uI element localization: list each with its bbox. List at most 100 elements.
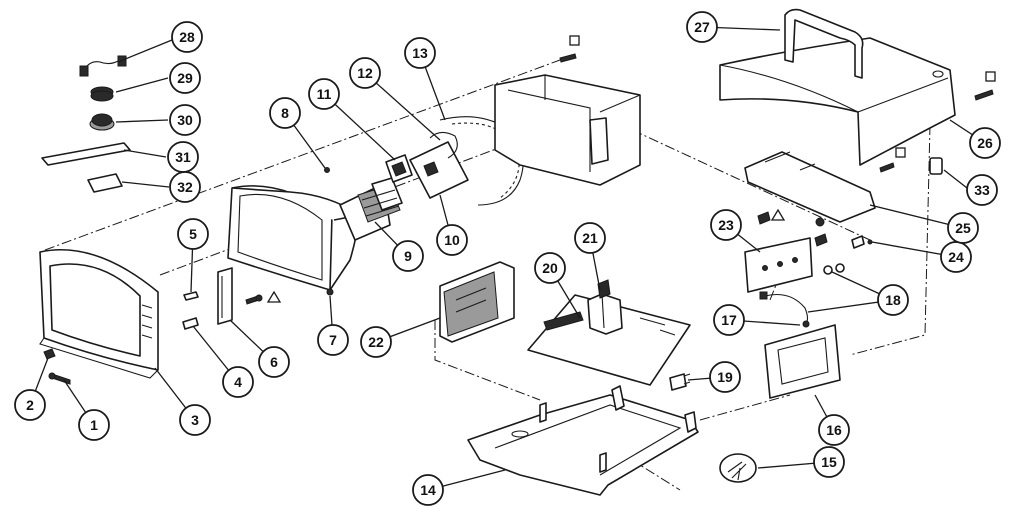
pad-part-32 (87, 173, 123, 193)
callout-24: 24 (940, 241, 972, 273)
screw-under-bracket (757, 211, 771, 225)
switch-part-19 (669, 373, 691, 391)
handle (784, 8, 864, 79)
callout-26: 26 (969, 127, 1001, 159)
svg-text:19: 19 (717, 369, 733, 385)
callout-15: 15 (813, 446, 845, 478)
cable-part-12 (429, 131, 458, 159)
shield-box (494, 74, 641, 186)
svg-text:11: 11 (317, 86, 332, 102)
knob-part-29 (90, 86, 114, 102)
svg-text:10: 10 (444, 232, 460, 248)
flyback-transformer (587, 279, 623, 335)
callout-11: 11 (308, 78, 340, 110)
callout-12: 12 (349, 57, 381, 89)
screw-near-6 (245, 294, 263, 305)
callout-4: 4 (222, 366, 254, 398)
speaker (719, 453, 757, 483)
screw-part-8 (324, 167, 330, 173)
screw-part-2 (43, 348, 56, 360)
bracket-part-6 (217, 267, 233, 325)
svg-text:25: 25 (955, 220, 971, 236)
callout-9: 9 (392, 240, 424, 272)
callout-16: 16 (818, 414, 850, 446)
callout-1: 1 (78, 409, 110, 441)
svg-text:33: 33 (974, 182, 990, 198)
callout-31: 31 (167, 141, 199, 173)
svg-text:30: 30 (177, 112, 193, 128)
knob-part-30 (89, 113, 115, 131)
callout-18: 18 (877, 284, 909, 316)
callout-29: 29 (169, 62, 201, 94)
bracket-part-4 (182, 317, 199, 330)
cabinet-bottom (467, 385, 699, 496)
svg-text:7: 7 (329, 332, 337, 348)
svg-text:15: 15 (821, 454, 837, 470)
front-bezel (39, 248, 159, 379)
svg-text:3: 3 (191, 412, 199, 428)
callout-13: 13 (404, 37, 436, 69)
svg-text:9: 9 (404, 248, 412, 264)
screw-part-1 (48, 372, 71, 385)
square-symbol-rear (985, 71, 996, 82)
svg-text:14: 14 (420, 482, 436, 498)
nut-part-24 (851, 235, 873, 249)
screw-rear-top (974, 89, 994, 101)
svg-text:32: 32 (177, 179, 193, 195)
svg-text:20: 20 (542, 260, 558, 276)
square-symbol-25 (895, 147, 906, 158)
wire-part-17 (759, 291, 810, 328)
callout-33: 33 (966, 174, 998, 206)
triangle-symbol (266, 290, 282, 303)
callout-10: 10 (436, 224, 468, 256)
svg-text:23: 23 (718, 217, 734, 233)
callout-19: 19 (709, 361, 741, 393)
strip-part-31 (41, 142, 131, 166)
svg-text:31: 31 (175, 149, 191, 165)
callout-25: 25 (947, 212, 979, 244)
callout-22: 22 (360, 326, 392, 358)
callout-23: 23 (710, 209, 742, 241)
rear-board (764, 324, 841, 399)
callout-6: 6 (258, 346, 290, 378)
svg-text:5: 5 (189, 226, 197, 242)
connector-part-28 (79, 55, 127, 77)
deflection-yoke (339, 177, 403, 241)
callout-3: 3 (179, 404, 211, 436)
main-circuit-board (527, 294, 691, 386)
svg-text:24: 24 (948, 249, 964, 265)
neck-board (409, 141, 469, 199)
tube-socket (385, 154, 413, 183)
clip-part-5 (183, 291, 199, 301)
triangle-symbol-25 (770, 208, 786, 221)
fastener-part-18 (823, 263, 845, 275)
svg-text:4: 4 (234, 374, 242, 390)
jack-panel (744, 217, 828, 293)
callout-7: 7 (317, 324, 349, 356)
svg-text:8: 8 (281, 105, 289, 121)
screw-near-25 (879, 162, 895, 173)
callout-17: 17 (713, 304, 745, 336)
svg-text:22: 22 (368, 334, 384, 350)
svg-text:27: 27 (694, 19, 710, 35)
svg-text:13: 13 (412, 45, 428, 61)
svg-text:21: 21 (582, 230, 598, 246)
callout-32: 32 (169, 171, 201, 203)
callout-8: 8 (269, 97, 301, 129)
svg-text:29: 29 (177, 70, 193, 86)
callout-2: 2 (14, 389, 46, 421)
svg-text:28: 28 (179, 29, 195, 45)
callout-27: 27 (686, 11, 718, 43)
cabinet-back (719, 37, 956, 166)
square-symbol (569, 35, 580, 46)
svg-text:2: 2 (26, 397, 34, 413)
power-module (439, 261, 515, 343)
svg-text:17: 17 (721, 312, 737, 328)
svg-text:26: 26 (977, 135, 993, 151)
callouts: 1 2 3 4 5 6 7 8 9 10 11 12 13 14 15 16 1… (14, 11, 1001, 506)
callout-30: 30 (169, 104, 201, 136)
callout-21: 21 (574, 222, 606, 254)
callout-20: 20 (534, 252, 566, 284)
svg-text:1: 1 (90, 417, 98, 433)
callout-28: 28 (171, 21, 203, 53)
